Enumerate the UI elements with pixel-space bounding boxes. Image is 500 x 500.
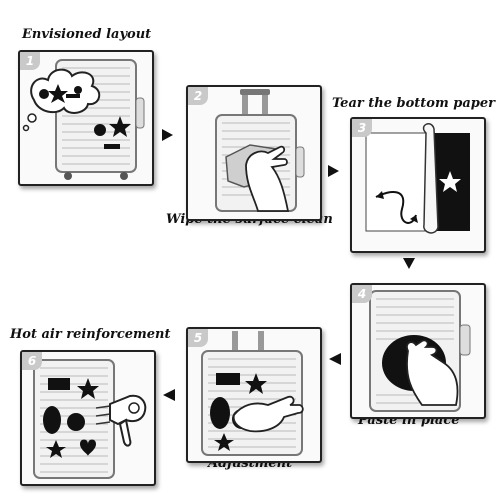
step-3-caption: Tear the bottom paper bbox=[332, 96, 495, 111]
step-1-illustration bbox=[22, 59, 145, 180]
step-5-panel: 5 bbox=[186, 327, 322, 463]
step-1-badge: 1 bbox=[20, 52, 40, 70]
step-2-panel: 2 bbox=[186, 85, 322, 221]
step-5-badge: 5 bbox=[188, 329, 208, 347]
step-3-badge: 3 bbox=[352, 119, 372, 137]
step-3-panel: 3 bbox=[350, 117, 486, 253]
step-6-illustration bbox=[33, 359, 147, 479]
step-5-illustration bbox=[201, 331, 304, 456]
arrow-right-2-to-3 bbox=[328, 165, 339, 177]
step-4-illustration bbox=[369, 290, 471, 412]
step-2-badge: 2 bbox=[188, 87, 208, 105]
arrow-right-1-to-2 bbox=[162, 129, 173, 141]
step-6-panel: 6 bbox=[20, 350, 156, 486]
arrow-down-3-to-4 bbox=[403, 258, 415, 269]
step-2-illustration bbox=[215, 89, 305, 212]
step-6-caption: Hot air reinforcement bbox=[10, 327, 171, 342]
arrow-left-5-to-6 bbox=[163, 389, 175, 401]
step-3-illustration bbox=[365, 123, 470, 234]
step-4-badge: 4 bbox=[352, 285, 372, 303]
step-1-panel: 1 bbox=[18, 50, 154, 186]
step-4-panel: 4 bbox=[350, 283, 486, 419]
arrow-left-4-to-5 bbox=[329, 353, 341, 365]
step-1-caption: Envisioned layout bbox=[22, 27, 152, 42]
step-6-badge: 6 bbox=[22, 352, 42, 370]
